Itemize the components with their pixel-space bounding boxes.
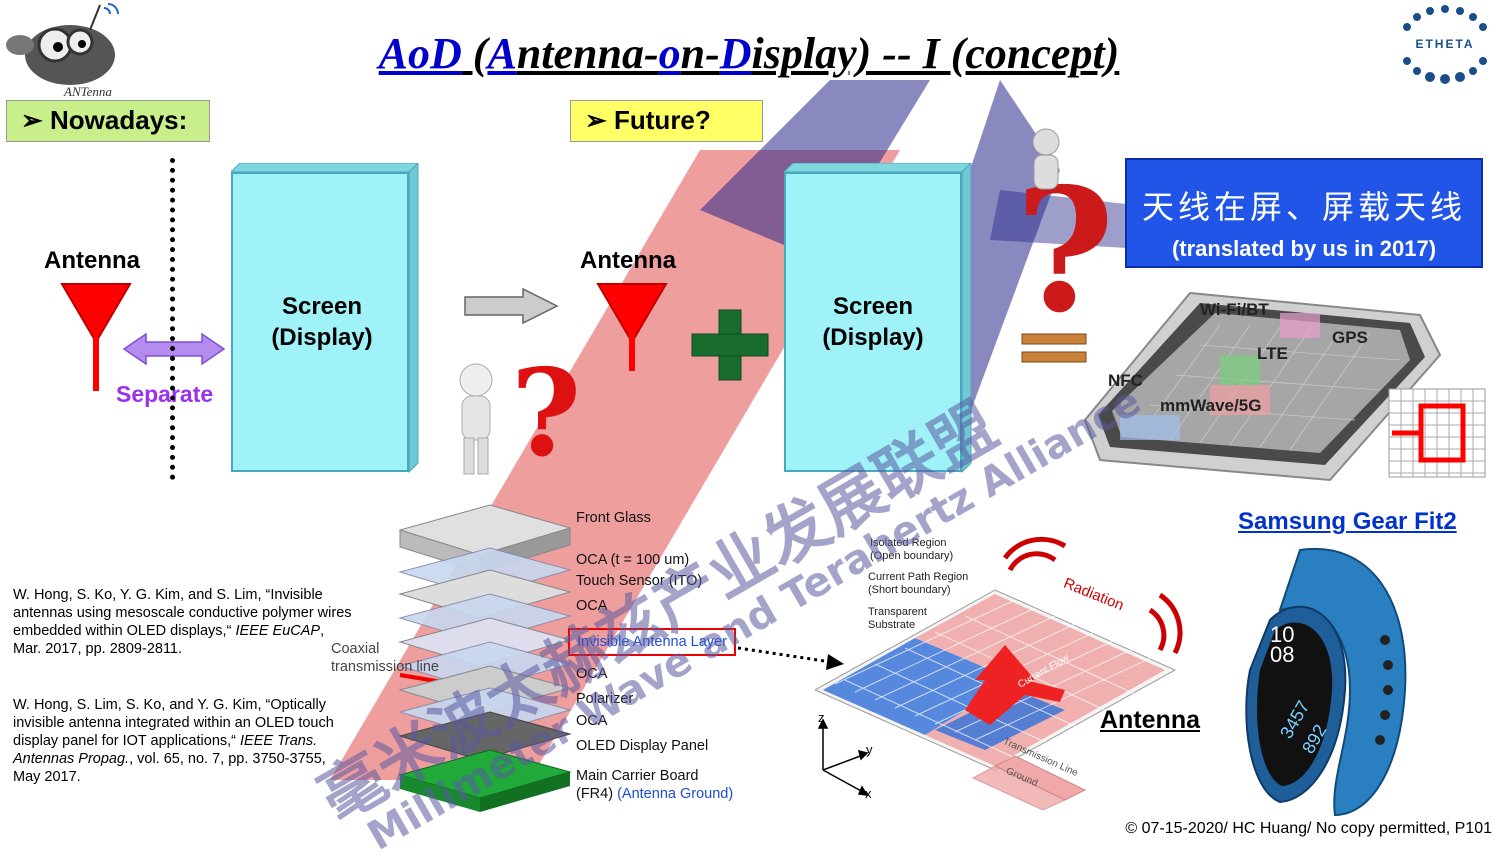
title-part: n-	[680, 29, 720, 78]
legend-substrate-line1: Transparent	[868, 606, 927, 618]
layer-front-glass: Front Glass	[576, 510, 651, 526]
etheta-logo: ETHETA	[1403, 5, 1487, 84]
legend-current-line1: Current Path Region	[868, 571, 969, 583]
left-screen-side	[231, 163, 419, 473]
layer-oca-4: OCA	[576, 713, 608, 729]
reference-1: W. Hong, S. Ko, Y. G. Kim, and S. Lim, “…	[13, 586, 353, 658]
left-screen-box	[231, 172, 409, 472]
layer-main-carrier: Main Carrier Board	[576, 768, 699, 784]
reference-1-text: W. Hong, S. Ko, Y. G. Kim, and S. Lim, “…	[13, 587, 352, 639]
layer-carrier-ground: (Antenna Ground)	[617, 786, 734, 802]
mid-antenna-icon	[596, 283, 668, 371]
mid-screen-box	[784, 172, 962, 472]
watch-time-min: 08	[1270, 642, 1294, 667]
mesh-antenna-icon	[1388, 388, 1486, 478]
antenna-figure-label: Antenna	[1100, 706, 1200, 734]
legend-isolated: Isolated Region (Open boundary)	[870, 537, 953, 563]
mid-antenna-label: Antenna	[580, 247, 676, 274]
future-tag: ➢ Future?	[570, 100, 763, 142]
phone-label-gps: GPS	[1332, 328, 1368, 347]
title-letter-a: A	[487, 29, 517, 78]
chinese-translation-box: 天线在屏、屏载天线 (translated by us in 2017)	[1125, 158, 1483, 268]
left-screen-line2: (Display)	[271, 324, 373, 351]
separate-label: Separate	[116, 381, 214, 407]
question-figure-icon: ?	[1015, 128, 1110, 320]
layer-invisible-antenna: Invisible Antenna Layer	[568, 628, 736, 656]
mid-screen-label: Screen (Display)	[787, 291, 959, 353]
samsung-gear-title[interactable]: Samsung Gear Fit2	[1238, 508, 1457, 535]
phone-label-mmwave: mmWave/5G	[1160, 396, 1262, 415]
reference-2-venue: IEEE Trans. Antennas Propag.	[13, 733, 318, 767]
dotted-separator	[170, 158, 175, 480]
title-letter-d: D	[719, 29, 752, 78]
svg-text:?: ?	[511, 343, 581, 480]
reference-2: W. Hong, S. Lim, S. Ko, and Y. G. Kim, “…	[13, 696, 353, 786]
title-part: (	[461, 29, 488, 78]
legend-isolated-line1: Isolated Region	[870, 537, 947, 549]
mid-screen-side	[784, 163, 972, 473]
layer-oca-1: OCA (t = 100 um)	[576, 552, 690, 568]
svg-text:?: ?	[1015, 151, 1110, 320]
left-screen-line1: Screen	[281, 293, 363, 320]
layer-oca-3: OCA	[576, 666, 608, 682]
title-part: ntenna-	[516, 29, 659, 78]
reference-2-text: W. Hong, S. Lim, S. Ko, and Y. G. Kim, “…	[13, 697, 334, 749]
legend-substrate: Transparent Substrate	[868, 606, 927, 632]
mid-screen-line2: (Display)	[822, 324, 924, 351]
page-title: AoD (Antenna-on-Display) -- I (concept)	[0, 28, 1498, 79]
layer-carrier-fr4: (FR4)	[576, 786, 614, 802]
phone-label-nfc: NFC	[1108, 371, 1143, 390]
layer-touch-sensor: Touch Sensor (ITO)	[576, 573, 703, 589]
title-letter-o: o	[658, 29, 681, 78]
antenna-logo-caption: ANTenna	[64, 84, 112, 99]
antenna-mesh-figure	[815, 536, 1183, 810]
chinese-sub-text: (translated by us in 2017)	[1171, 236, 1437, 261]
layer-carrier-line2: (FR4) (Antenna Ground)	[576, 786, 733, 802]
axis-z-label: z	[818, 710, 825, 725]
reference-1-venue: IEEE EuCAP	[235, 623, 321, 639]
equals-icon	[1021, 333, 1087, 363]
chinese-main-text: 天线在屏、屏载天线	[1141, 188, 1466, 226]
legend-current-line2: (Short boundary)	[868, 584, 951, 596]
nowadays-tag: ➢ Nowadays:	[6, 100, 210, 142]
display-layer-stack	[398, 504, 572, 812]
reference-2-tail: , vol. 65, no. 7, pp. 3750-3755, May 201…	[13, 751, 326, 785]
copyright-footer: © 07-15-2020/ HC Huang/ No copy permitte…	[1125, 820, 1492, 837]
axis-x-label: x	[865, 786, 872, 801]
mid-screen-line1: Screen	[832, 293, 914, 320]
right-arrow-icon	[464, 287, 559, 325]
reference-1-tail: , Mar. 2017, pp. 2809-2811.	[13, 623, 325, 657]
antenna-mascot-logo	[6, 3, 119, 85]
etheta-logo-text: ETHETA	[1415, 37, 1474, 51]
plus-icon	[691, 309, 769, 381]
left-antenna-label: Antenna	[44, 247, 140, 274]
layer-oled-panel: OLED Display Panel	[576, 738, 709, 754]
phone-label-lte: LTE	[1257, 344, 1288, 363]
dotted-arrow-to-antenna	[737, 646, 844, 670]
legend-isolated-line2: (Open boundary)	[870, 550, 954, 562]
thinking-person-icon: ?	[459, 343, 581, 480]
smartphone-illustration	[1083, 291, 1442, 482]
watch-time-hour: 10	[1270, 622, 1294, 647]
title-part: isplay) -- I (concept)	[751, 29, 1120, 78]
axis-y-label: y	[866, 742, 873, 757]
smartwatch-illustration: 10 08 3457 892	[1245, 547, 1407, 817]
left-antenna-icon	[60, 283, 132, 391]
coax-label: Coaxial transmission line	[331, 641, 439, 675]
legend-substrate-line2: Substrate	[868, 619, 916, 631]
title-aod: AoD	[378, 29, 462, 78]
phone-label-wifi: Wi-Fi/BT	[1200, 300, 1269, 319]
layer-oca-2: OCA	[576, 598, 608, 614]
left-screen-label: Screen (Display)	[236, 291, 408, 353]
layer-polarizer: Polarizer	[576, 691, 634, 707]
legend-current: Current Path Region (Short boundary)	[868, 571, 968, 597]
